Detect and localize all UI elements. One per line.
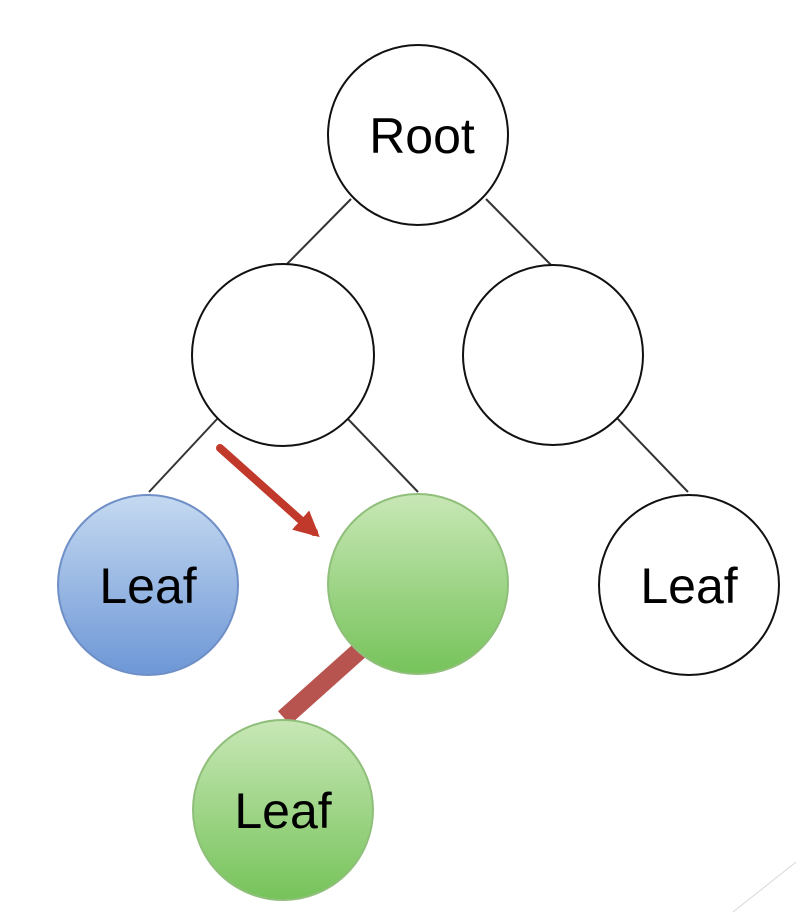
edge-left-inserted [346, 417, 419, 493]
node-root: Root [327, 44, 509, 226]
edge-right-rightleaf [616, 417, 689, 493]
corner-decoration [732, 861, 796, 912]
edge-left-leftleaf [148, 417, 219, 493]
insert-arrow [216, 444, 320, 538]
node-root-label: Root [369, 108, 475, 164]
node-left-leaf-label: Leaf [99, 558, 196, 614]
node-right-leaf: Leaf [598, 494, 780, 676]
edge-root-left [283, 198, 352, 268]
node-left-leaf: Leaf [57, 494, 239, 676]
node-right [462, 264, 644, 446]
node-inserted [327, 493, 509, 675]
edge-inserted-newleaf-highlight [277, 643, 367, 725]
node-left [191, 263, 375, 447]
node-new-leaf: Leaf [192, 719, 374, 901]
node-new-leaf-label: Leaf [234, 783, 331, 839]
node-right-leaf-label: Leaf [640, 558, 737, 614]
edge-root-right [485, 198, 554, 268]
